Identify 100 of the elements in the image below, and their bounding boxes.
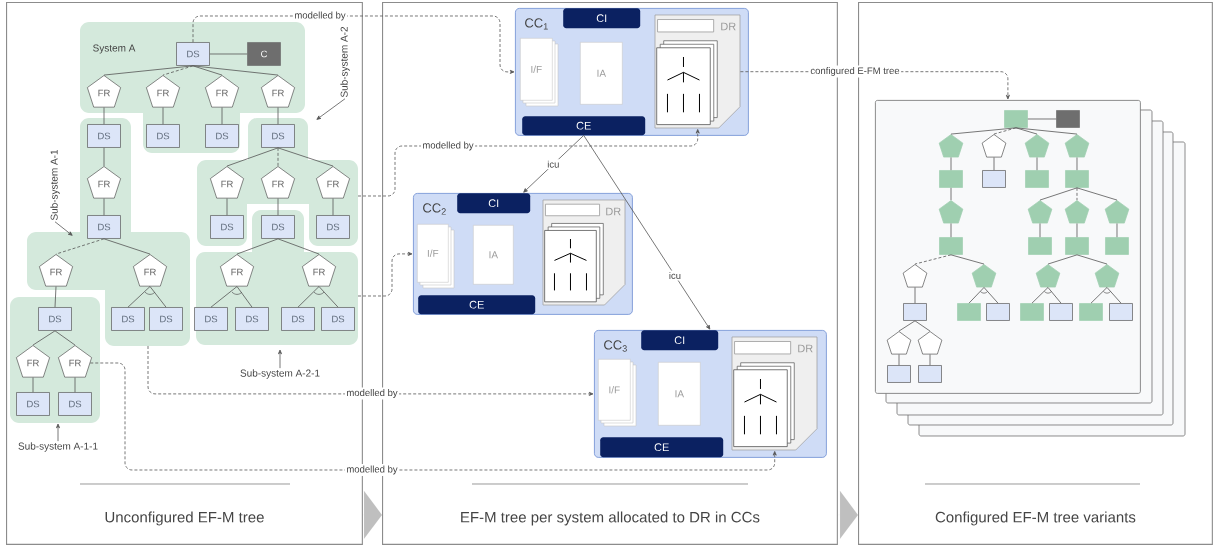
tree-pentagon: [902, 264, 928, 288]
connector-line: [1076, 157, 1078, 171]
tree-pentagon: [1064, 134, 1090, 158]
connector-line: [898, 320, 916, 332]
edge-label: modelled by: [344, 464, 400, 476]
solution-box: DS: [210, 215, 244, 239]
dashed-arrow: [147, 345, 594, 396]
tree-pentagon: [1024, 134, 1050, 158]
tree-box: [1056, 110, 1080, 128]
header-tab: CI: [457, 193, 531, 214]
connector-line: [1076, 223, 1078, 238]
connector-line: [236, 286, 253, 308]
connector-line: [1047, 254, 1078, 265]
tree-pentagon: [917, 331, 943, 355]
solution-box: DS: [316, 215, 350, 239]
solution-box: DS: [176, 42, 210, 66]
connector-line: [1036, 157, 1038, 171]
solution-box: DS: [261, 124, 295, 148]
connector-line: [1116, 223, 1118, 238]
connector-line: [898, 354, 900, 366]
document-page: IA: [658, 362, 701, 426]
requirement-pentagon: FR: [261, 166, 295, 199]
connector-line: [54, 286, 57, 308]
requirement-pentagon: FR: [220, 254, 254, 287]
connector-line: [1106, 287, 1122, 304]
tree-pentagon: [1104, 200, 1130, 224]
requirement-pentagon: FR: [58, 345, 92, 378]
tree-box: [939, 237, 963, 255]
connector-line: [210, 286, 238, 308]
paper-stack: I/F: [417, 224, 455, 289]
connector-line: [162, 107, 164, 125]
chevron-arrow: [837, 490, 858, 539]
connector-line: [1076, 187, 1118, 201]
footer-tab: CE: [418, 295, 536, 315]
subsystem-label: Sub-system A-1: [50, 149, 60, 221]
requirement-pentagon: FR: [39, 254, 73, 287]
connector-line: [226, 198, 228, 216]
connector-line: [950, 187, 952, 201]
requirement-pentagon: FR: [302, 254, 336, 287]
tree-box: [1028, 237, 1052, 255]
connector-line: [32, 377, 34, 393]
connector-line: [74, 377, 76, 393]
connector-line: [1027, 118, 1057, 120]
tree-pentagon: [886, 331, 912, 355]
connector-line: [1039, 187, 1078, 201]
tree-box: [1025, 170, 1049, 188]
tree-box: [1020, 303, 1044, 321]
connector-line: [318, 286, 339, 308]
subsystem-label: Sub-system A-2-1: [240, 369, 320, 379]
arrow: [523, 135, 585, 193]
connector-line: [1031, 287, 1049, 304]
tree-box: [887, 365, 911, 383]
tree-pentagon: [938, 134, 964, 158]
connector-line: [103, 198, 105, 216]
connector-line: [1039, 223, 1041, 238]
solution-box: DS: [281, 307, 315, 331]
connector-line: [1076, 187, 1078, 201]
leader-line: [54, 221, 73, 236]
tree-pentagon: [981, 134, 1007, 158]
tree-box: [1105, 237, 1129, 255]
tree-box: [1049, 303, 1073, 321]
requirement-pentagon: FR: [146, 75, 180, 108]
requirement-pentagon: FR: [16, 345, 50, 378]
connector-line: [32, 330, 56, 346]
tree-box: [918, 365, 942, 383]
connector-line: [993, 157, 995, 171]
connector-line: [103, 65, 194, 76]
connector-line: [1015, 127, 1078, 135]
connector-line: [221, 107, 223, 125]
solution-box: DS: [235, 307, 269, 331]
connector-line: [103, 107, 105, 125]
footer-tab: CE: [600, 437, 724, 458]
edge-label: modelled by: [344, 387, 400, 400]
connector-line: [968, 287, 985, 304]
connector-line: [914, 254, 952, 265]
connector-line: [277, 147, 279, 167]
connector-line: [950, 127, 1017, 135]
connector-line: [1047, 287, 1062, 304]
dashed-arrow: [192, 15, 515, 74]
header-tab: CI: [563, 8, 641, 29]
document-page: IA: [473, 225, 514, 285]
connector-line: [297, 286, 320, 308]
connector-line: [993, 127, 1017, 135]
solution-box: DS: [16, 392, 50, 416]
footer-tab: CE: [522, 116, 646, 136]
edge-label: icu: [545, 159, 561, 170]
edge-label: configured E-FM tree: [808, 65, 902, 78]
connector-line: [55, 238, 105, 255]
dashed-arrow: [357, 251, 413, 297]
connector-line: [209, 53, 248, 55]
solution-box: DS: [205, 124, 239, 148]
header-tab: CI: [641, 330, 719, 351]
connector-line: [127, 286, 151, 308]
requirement-pentagon: FR: [87, 75, 121, 108]
connector-line: [277, 107, 279, 125]
edge-label: icu: [667, 270, 683, 281]
tree-box: [986, 303, 1010, 321]
requirement-pentagon: FR: [261, 75, 295, 108]
dashed-arrow: [357, 129, 700, 197]
leader-line: [316, 98, 346, 120]
